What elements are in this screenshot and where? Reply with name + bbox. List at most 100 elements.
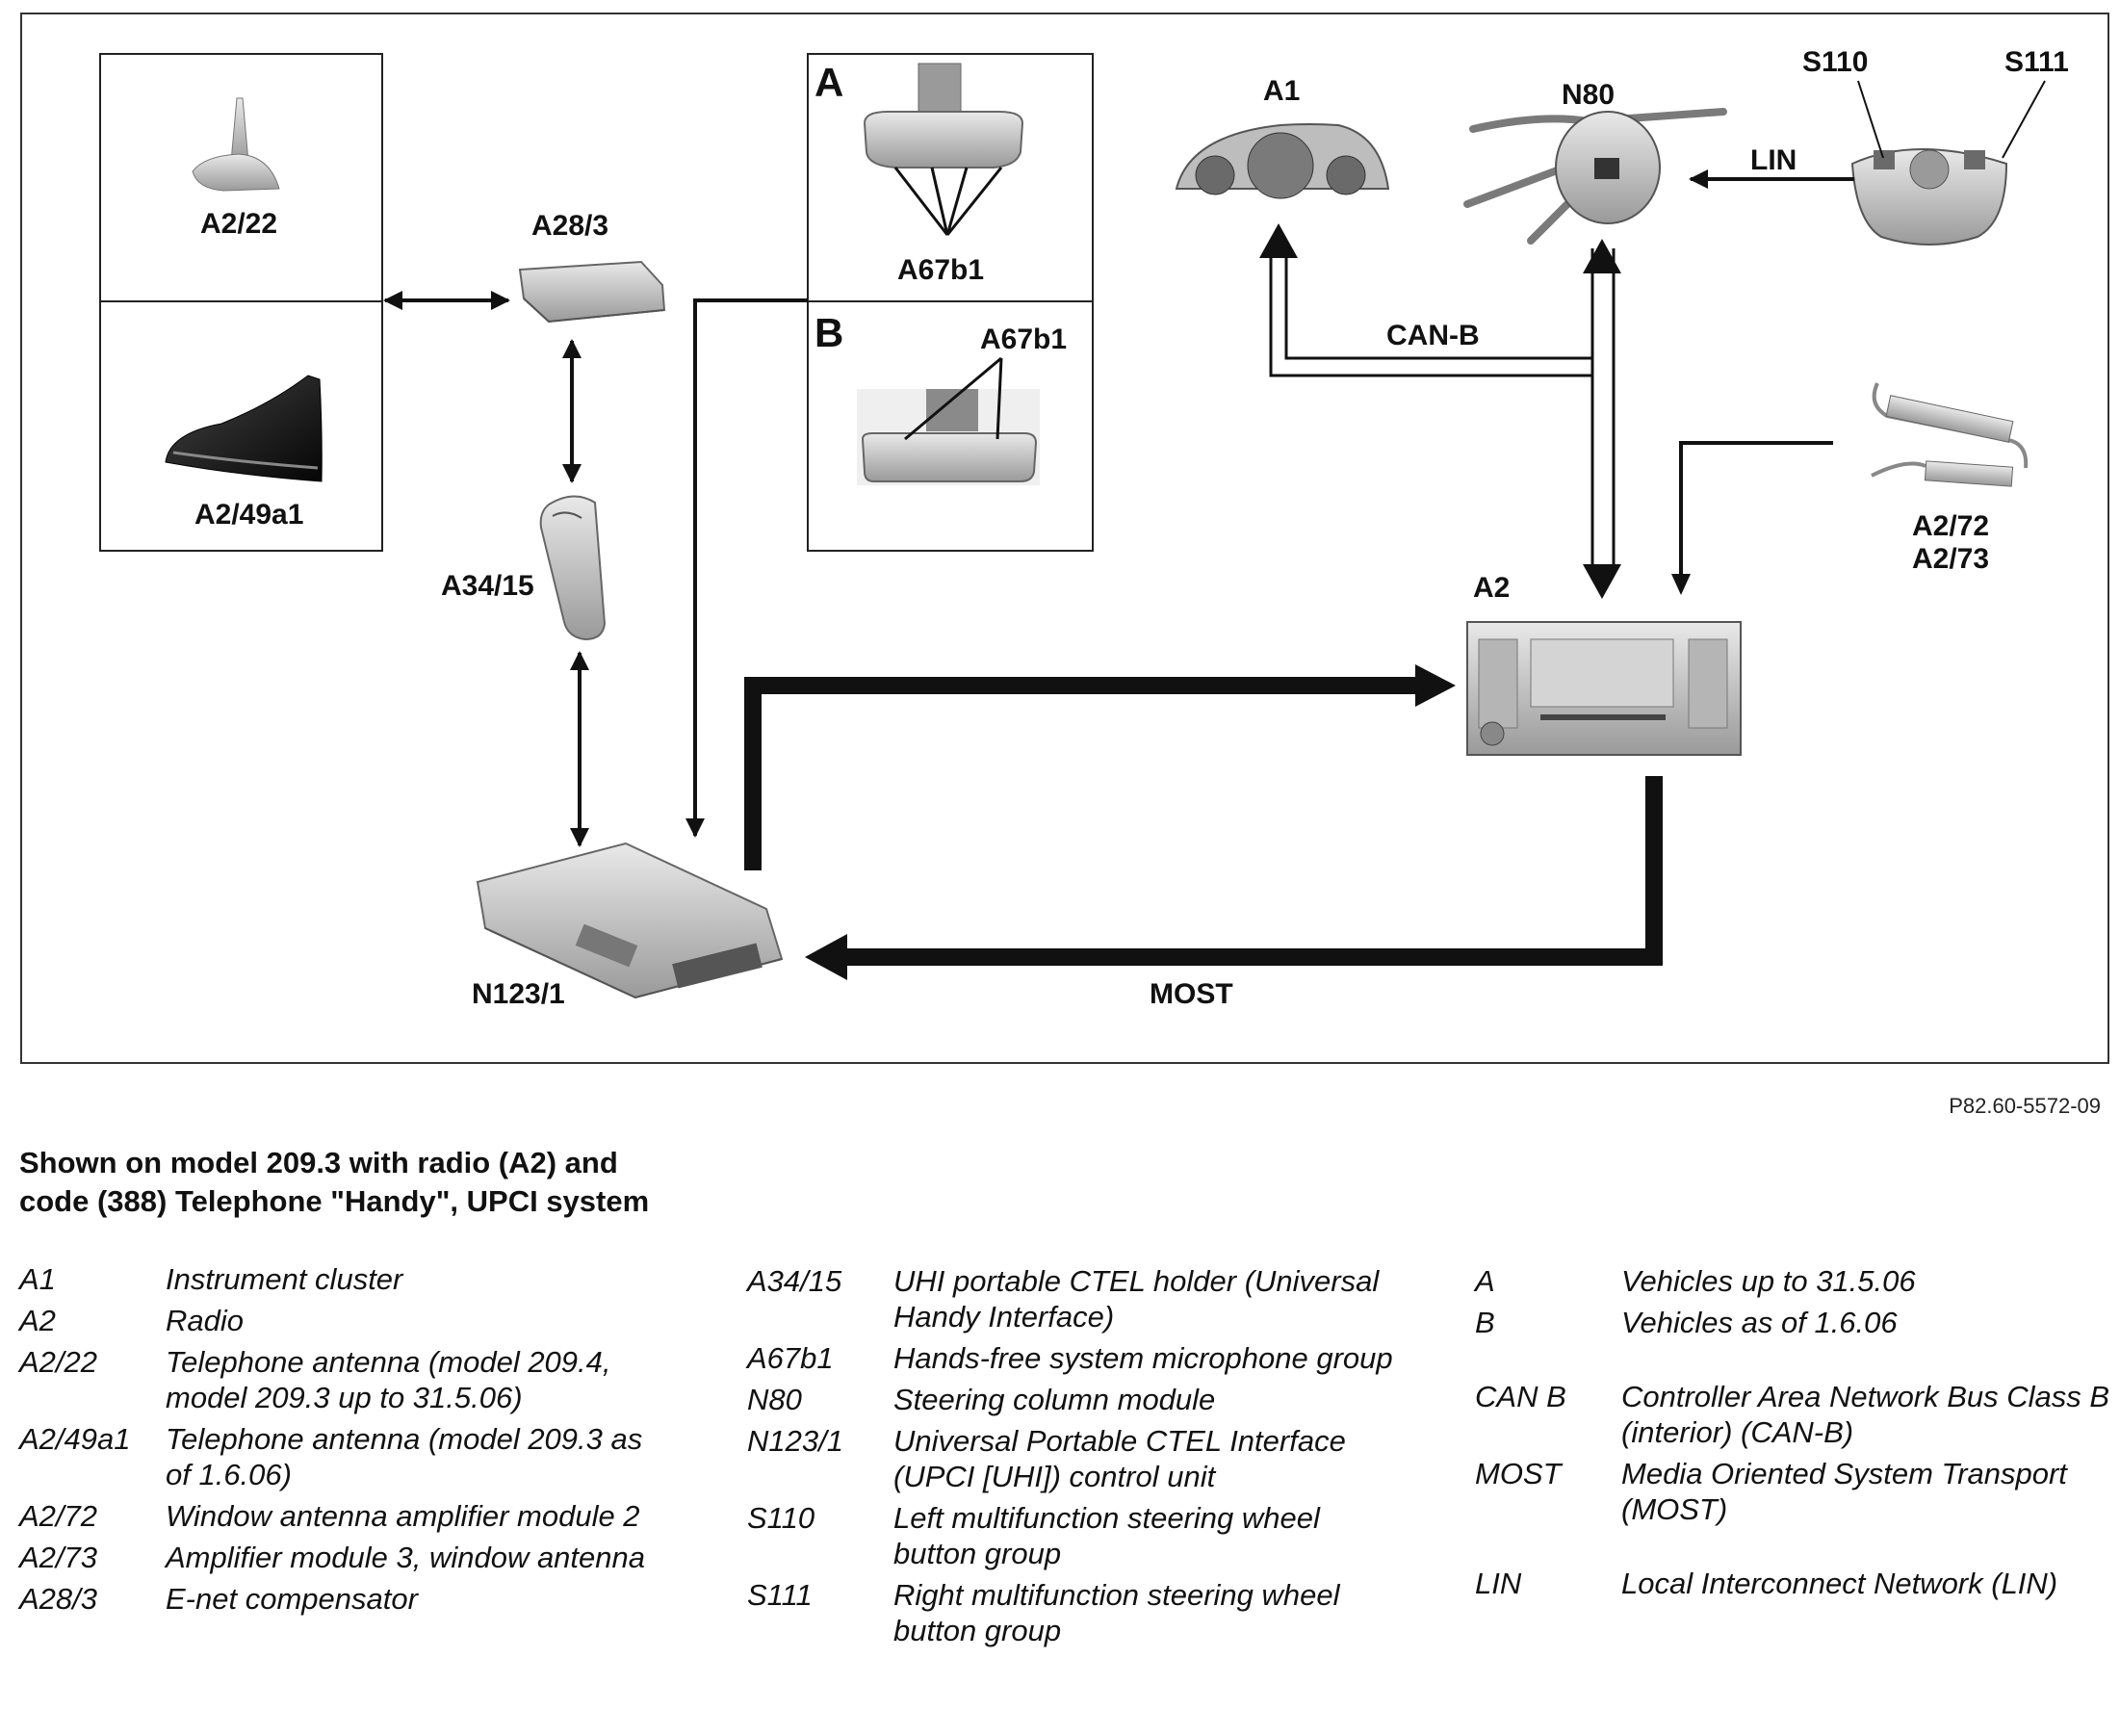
legend-desc: Left multifunction steering wheel button…: [893, 1501, 1320, 1570]
legend-column-2: A34/15 UHI portable CTEL holder (Universa…: [747, 1263, 1402, 1654]
label-a2-22: A2/22: [200, 208, 277, 240]
legend-row: B Vehicles as of 1.6.06: [1475, 1305, 2110, 1340]
steering-wheel-icon: [1850, 148, 2008, 246]
upci-control-unit-icon: [476, 842, 784, 999]
control-unit-to-radio: [744, 664, 1456, 870]
legend-desc: Window antenna amplifier module 2: [166, 1499, 640, 1533]
microphone-lines-a: [893, 167, 1003, 236]
legend-column-3: A Vehicles up to 31.5.06 B Vehicles as of …: [1475, 1263, 2110, 1607]
label-a2: A2: [1473, 572, 1510, 604]
legend-row: A1 Instrument cluster: [19, 1261, 664, 1297]
label-a67b1-b: A67b1: [980, 324, 1067, 355]
legend-row: CAN B Controller Area Network Bus Class B…: [1475, 1379, 2110, 1450]
label-s111: S111: [2004, 46, 2069, 78]
legend-desc: Radio: [166, 1304, 244, 1337]
legend-row: S110 Left multifunction steering wheel bu…: [747, 1500, 1402, 1571]
panel-a-label: A: [814, 60, 843, 105]
legend-code: A: [1475, 1264, 1495, 1298]
legend-spacer: [1475, 1346, 2110, 1379]
legend-desc: Media Oriented System Transport (MOST): [1621, 1457, 2067, 1526]
legend-code: A2/73: [19, 1541, 98, 1574]
legend-row: MOST Media Oriented System Transport (MOS…: [1475, 1456, 2110, 1527]
amplifier-connection: [1671, 441, 1833, 595]
legend-code: A1: [19, 1262, 56, 1296]
legend-desc: Telephone antenna (model 209.4, model 20…: [166, 1345, 611, 1414]
diagram-frame: [20, 13, 2109, 1064]
legend-title: Shown on model 209.3 with radio (A2) and…: [19, 1146, 650, 1218]
rod-antenna-icon: [192, 97, 280, 192]
window-amplifier-icon: [1871, 382, 2029, 487]
system-diagram: A2/22 A2/49a1 A28/3 A34/15 N123/1 A B: [20, 13, 2109, 1064]
legend-row: A2/72 Window antenna amplifier module 2: [19, 1498, 664, 1534]
legend-code: A67b1: [747, 1341, 834, 1375]
rearview-mirror-a-icon: [863, 63, 1024, 168]
label-canb: CAN-B: [1386, 320, 1480, 351]
label-n80: N80: [1562, 79, 1615, 111]
legend-code: A28/3: [19, 1582, 98, 1616]
legend-row: A2/49a1 Telephone antenna (model 209.3 as…: [19, 1421, 664, 1492]
legend-desc: Hands-free system microphone group: [893, 1341, 1393, 1375]
legend-row: A Vehicles up to 31.5.06: [1475, 1263, 2110, 1299]
legend-desc: UHI portable CTEL holder (Universal Hand…: [893, 1264, 1380, 1334]
legend-code: CAN B: [1475, 1380, 1566, 1413]
button-group-pointer-lines: [1857, 80, 2046, 159]
label-a2-73: A2/73: [1912, 543, 1989, 575]
legend-row: A2/73 Amplifier module 3, window antenna: [19, 1540, 664, 1575]
legend-desc: Right multifunction steering wheel butto…: [893, 1578, 1340, 1647]
most-connection: [805, 776, 1663, 980]
legend-code: N123/1: [747, 1424, 843, 1458]
label-a34-15: A34/15: [441, 570, 534, 602]
label-lin: LIN: [1750, 144, 1797, 176]
legend-desc: E-net compensator: [166, 1582, 418, 1616]
legend-row: N123/1 Universal Portable CTEL Interface …: [747, 1423, 1402, 1494]
legend-row: N80 Steering column module: [747, 1382, 1402, 1417]
legend-desc: Vehicles as of 1.6.06: [1621, 1306, 1898, 1339]
legend-desc: Amplifier module 3, window antenna: [166, 1541, 645, 1574]
legend-code: A34/15: [747, 1264, 842, 1298]
microphone-lines-b: [904, 356, 1003, 441]
legend-code: A2/72: [19, 1499, 98, 1533]
legend-code: S111: [747, 1578, 813, 1612]
radio-icon: [1466, 621, 1742, 756]
figure-reference: P82.60-5572-09: [1949, 1094, 2101, 1118]
canb-arrowheads: [1259, 223, 1621, 599]
legend-code: LIN: [1475, 1567, 1522, 1600]
microphone-to-control-unit: [685, 298, 808, 838]
rearview-mirror-b-icon: [857, 389, 1040, 485]
legend-code: A2/22: [19, 1345, 98, 1379]
legend-row: LIN Local Interconnect Network (LIN): [1475, 1566, 2110, 1601]
instrument-cluster-icon: [1175, 123, 1390, 199]
label-a2-72: A2/72: [1912, 510, 1989, 542]
legend-desc: Local Interconnect Network (LIN): [1621, 1567, 2058, 1600]
legend-row: A34/15 UHI portable CTEL holder (Universa…: [747, 1263, 1402, 1334]
label-a67b1-a: A67b1: [897, 254, 984, 286]
legend-row: S111 Right multifunction steering wheel b…: [747, 1577, 1402, 1648]
legend-desc: Universal Portable CTEL Interface (UPCI …: [893, 1424, 1346, 1493]
legend-desc: Vehicles up to 31.5.06: [1621, 1264, 1916, 1298]
label-n123-1: N123/1: [472, 978, 565, 1010]
legend-row: A2/22 Telephone antenna (model 209.4, mod…: [19, 1344, 664, 1415]
label-s110: S110: [1802, 46, 1868, 78]
legend-desc: Telephone antenna (model 209.3 as of 1.6…: [166, 1422, 643, 1491]
legend-code: N80: [747, 1383, 802, 1416]
legend-code: B: [1475, 1306, 1495, 1339]
steering-column-module-icon: [1463, 108, 1727, 245]
label-a2-49a1: A2/49a1: [194, 499, 303, 531]
shark-fin-antenna-icon: [165, 375, 323, 482]
panel-b-label: B: [814, 310, 843, 355]
legend-row: A67b1 Hands-free system microphone group: [747, 1340, 1402, 1376]
legend-desc: Controller Area Network Bus Class B (int…: [1621, 1380, 2110, 1449]
legend-code: A2/49a1: [19, 1422, 131, 1456]
legend-code: S110: [747, 1501, 815, 1535]
legend-desc: Steering column module: [893, 1383, 1216, 1416]
phone-holder-icon: [539, 495, 607, 641]
label-most: MOST: [1150, 978, 1233, 1010]
legend-desc: Instrument cluster: [166, 1262, 403, 1296]
legend-code: MOST: [1475, 1457, 1562, 1490]
canb-connection: [1269, 248, 1616, 568]
enet-compensator-icon: [518, 260, 666, 324]
label-a28-3: A28/3: [531, 210, 608, 242]
label-a1: A1: [1263, 75, 1300, 107]
